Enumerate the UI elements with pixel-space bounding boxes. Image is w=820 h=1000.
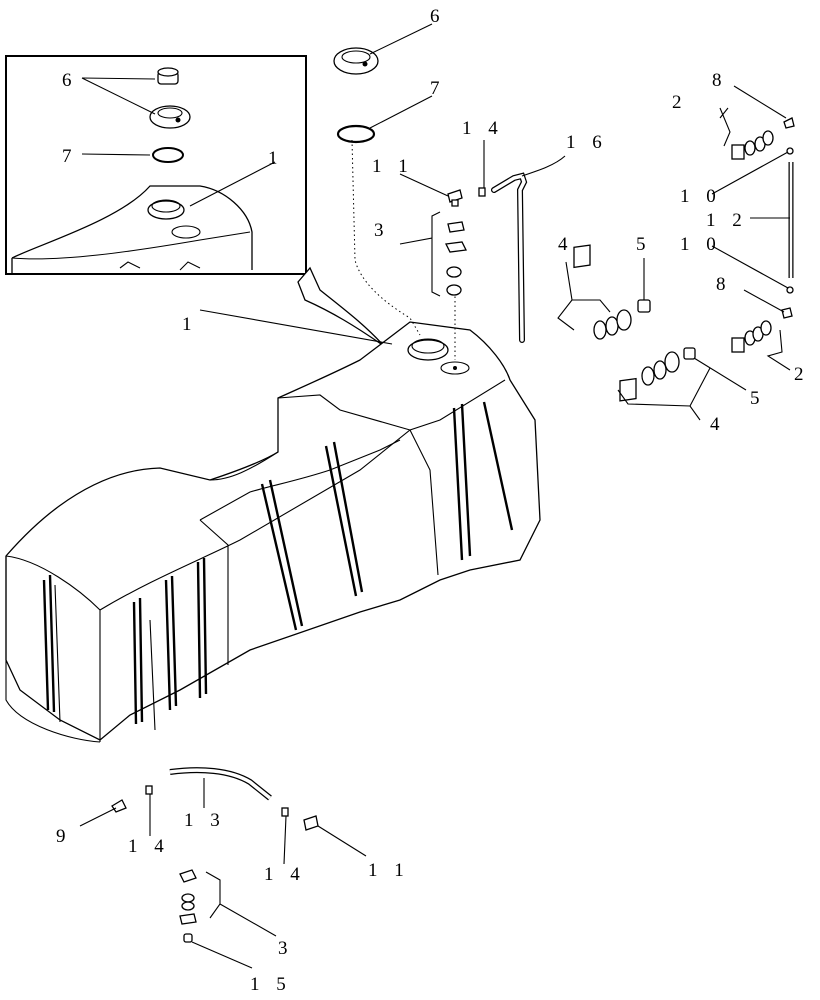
part-clamp-14-right — [281, 807, 289, 817]
callout-14-left: 1 4 — [128, 836, 170, 857]
part-grommet-2-upper — [731, 130, 774, 160]
callout-6: 6 — [430, 6, 446, 27]
callout-8-lower: 8 — [716, 274, 732, 295]
part-cap-6 — [333, 47, 379, 75]
callout-11-top: 1 1 — [372, 156, 414, 177]
part-fitting-8-upper — [783, 117, 795, 129]
callout-14-right: 1 4 — [264, 864, 306, 885]
part-grommet-2-lower — [731, 320, 772, 353]
part-clamp-10-lower — [786, 286, 794, 294]
part-clamp-14-left — [145, 785, 153, 795]
leader-lines — [79, 23, 791, 969]
callout-15: 1 5 — [250, 974, 292, 995]
callout-13: 1 3 — [184, 810, 226, 831]
part-fitting-9 — [111, 799, 127, 813]
inset-detail — [5, 55, 307, 275]
callout-7-inset: 7 — [62, 146, 78, 167]
part-fitting-8-lower — [781, 307, 793, 319]
callout-4-lower: 4 — [710, 414, 726, 435]
callout-5-upper: 5 — [636, 234, 652, 255]
callout-9: 9 — [56, 826, 72, 847]
callout-2-lower: 2 — [794, 364, 810, 385]
callout-8-upper: 8 — [712, 70, 728, 91]
callout-11-bottom: 1 1 — [368, 860, 410, 881]
part-plug-15 — [183, 933, 193, 943]
callout-10-lower: 1 0 — [680, 234, 722, 255]
part-plug-5-upper — [637, 299, 651, 313]
callout-16: 1 6 — [566, 132, 608, 153]
callout-6-inset: 6 — [62, 70, 78, 91]
part-clamp-10-upper — [786, 147, 794, 155]
part-sender-4-upper — [573, 244, 632, 340]
part-elbow-11-top — [447, 189, 463, 207]
fuel-tank — [5, 321, 541, 743]
part-plug-5-lower — [683, 347, 696, 360]
callout-3-bottom: 3 — [278, 938, 294, 959]
callout-1-inset: 1 — [268, 148, 284, 169]
callout-2-upper: 2 — [672, 92, 688, 113]
part-sender-4-lower — [619, 351, 680, 402]
part-fitting-stack-3-bottom — [179, 869, 197, 925]
callout-labels: 6 7 1 6 7 1 4 1 6 1 1 3 4 5 8 2 1 0 1 2 … — [56, 6, 810, 995]
inset-pointer — [297, 266, 385, 347]
part-elbow-11-bottom — [303, 815, 319, 831]
callout-1-tank: 1 — [182, 314, 198, 335]
callout-4-upper: 4 — [558, 234, 574, 255]
part-clamp-14-top — [478, 187, 486, 197]
callout-12: 1 2 — [706, 210, 748, 231]
part-fitting-stack-3-top — [445, 221, 467, 296]
callout-10-upper: 1 0 — [680, 186, 722, 207]
callout-14-top: 1 4 — [462, 118, 504, 139]
callout-3-top: 3 — [374, 220, 390, 241]
callout-7: 7 — [430, 78, 446, 99]
callout-5-lower: 5 — [750, 388, 766, 409]
part-seal-ring-7 — [336, 124, 376, 144]
